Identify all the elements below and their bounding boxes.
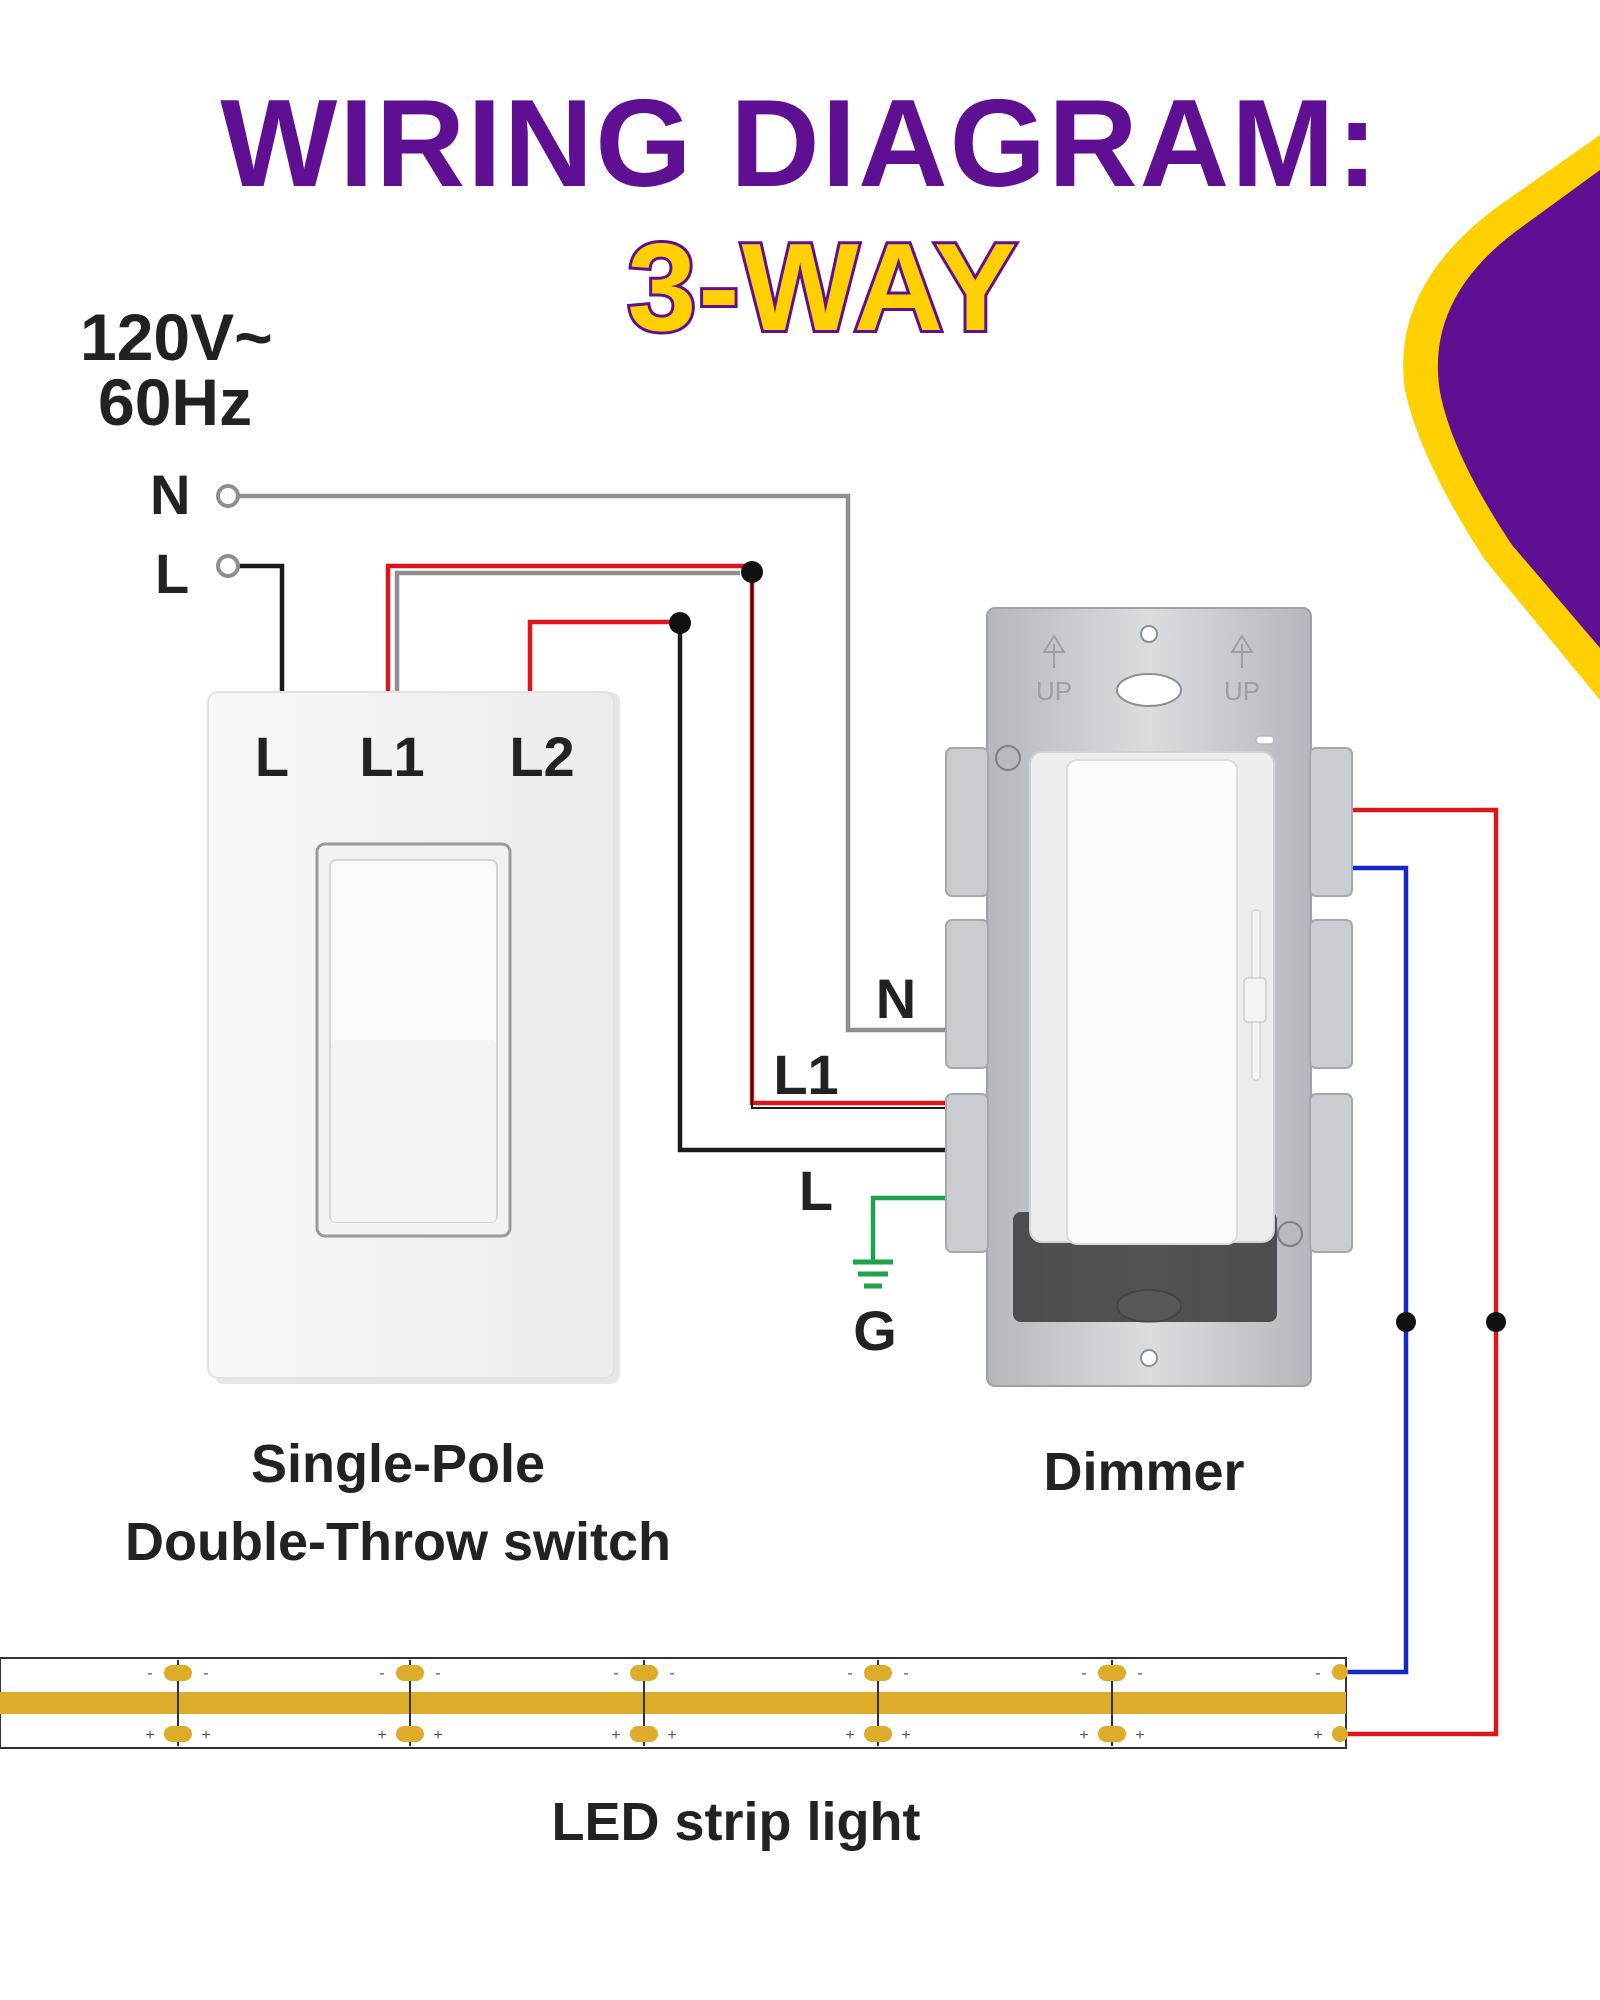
solder-pad-plus	[864, 1726, 892, 1742]
switch-terminal-l2: L2	[509, 725, 574, 788]
supply-neutral-label: N	[150, 463, 190, 526]
dimmer-lead-l1: L1	[773, 1043, 838, 1106]
minus-mark: -	[613, 1665, 618, 1682]
dimmer-caption: Dimmer	[1043, 1442, 1244, 1502]
minus-mark: -	[1137, 1665, 1142, 1682]
dimmer-ground-label: G	[853, 1299, 897, 1362]
plus-mark: +	[1313, 1727, 1322, 1744]
wire-out-blue	[1346, 865, 1409, 1675]
solder-pad-plus	[396, 1726, 424, 1742]
up-arrow-icon	[1042, 634, 1254, 668]
dimmer-lead-l: L	[799, 1159, 833, 1222]
wire-l2-red	[527, 619, 680, 692]
led-strip-caption: LED strip light	[552, 1792, 921, 1852]
plus-mark: +	[145, 1727, 154, 1744]
single-pole-switch	[207, 691, 620, 1384]
wire-l-black	[677, 622, 948, 1153]
supply-frequency: 60Hz	[98, 365, 252, 439]
solder-pad-plus	[630, 1726, 658, 1742]
terminal-line	[216, 554, 240, 578]
supply-voltage: 120V~	[80, 300, 273, 374]
plus-mark: +	[433, 1727, 442, 1744]
junction-dot	[741, 561, 763, 583]
minus-mark: -	[1081, 1665, 1086, 1682]
terminal-neutral	[216, 484, 240, 508]
dimmer-slider[interactable]	[1243, 977, 1267, 1023]
minus-mark: -	[435, 1665, 440, 1682]
junction-dot	[1486, 1312, 1506, 1332]
title-line1: WIRING DIAGRAM:	[220, 75, 1380, 213]
end-pad-minus	[1332, 1664, 1348, 1680]
junction-dot	[669, 612, 691, 634]
switch-terminal-l1: L1	[359, 725, 424, 788]
led-strip-cob	[0, 1692, 1346, 1714]
up-mark-right: UP	[1224, 676, 1260, 706]
led-strip: - - + + - - + + - - + + - - + + - - + + - +	[0, 1657, 1348, 1749]
up-mark-left: UP	[1036, 676, 1072, 706]
wire-l1-gray	[394, 570, 740, 692]
switch-caption-line2: Double-Throw switch	[125, 1512, 671, 1572]
title-line2: 3-WAY	[627, 219, 1018, 357]
corner-decoration	[1403, 135, 1600, 700]
minus-mark: -	[903, 1665, 908, 1682]
minus-mark: -	[203, 1665, 208, 1682]
plus-mark: +	[845, 1727, 854, 1744]
plus-mark: +	[201, 1727, 210, 1744]
solder-pad-minus	[396, 1665, 424, 1681]
minus-mark: -	[1315, 1665, 1320, 1682]
strap-hole	[1116, 673, 1182, 707]
junction-dot	[1396, 1312, 1416, 1332]
switch-terminal-l: L	[255, 725, 289, 788]
supply-line-label: L	[155, 542, 189, 605]
ground-icon	[853, 1259, 893, 1289]
end-pad-plus	[1332, 1726, 1348, 1742]
solder-pad-plus	[1098, 1726, 1126, 1742]
dimmer-paddle[interactable]	[1066, 759, 1238, 1245]
minus-mark: -	[847, 1665, 852, 1682]
wire-out-red	[1346, 807, 1499, 1737]
solder-pad-minus	[630, 1665, 658, 1681]
minus-mark: -	[379, 1665, 384, 1682]
solder-pad-minus	[1098, 1665, 1126, 1681]
solder-pad-minus	[864, 1665, 892, 1681]
plus-mark: +	[901, 1727, 910, 1744]
wire-ground	[870, 1195, 948, 1262]
plus-mark: +	[1079, 1727, 1088, 1744]
wire-neutral	[238, 493, 948, 1033]
dimmer-lead-n: N	[876, 967, 916, 1030]
plus-mark: +	[1135, 1727, 1144, 1744]
plus-mark: +	[377, 1727, 386, 1744]
plus-mark: +	[611, 1727, 620, 1744]
minus-mark: -	[147, 1665, 152, 1682]
wire-l1-black	[751, 578, 948, 1109]
solder-pad-plus	[164, 1726, 192, 1742]
plus-mark: +	[667, 1727, 676, 1744]
minus-mark: -	[669, 1665, 674, 1682]
dimmer: UP UP	[945, 607, 1353, 1387]
solder-pad-minus	[164, 1665, 192, 1681]
switch-caption-line1: Single-Pole	[251, 1434, 545, 1494]
wire-line-in	[238, 563, 285, 692]
